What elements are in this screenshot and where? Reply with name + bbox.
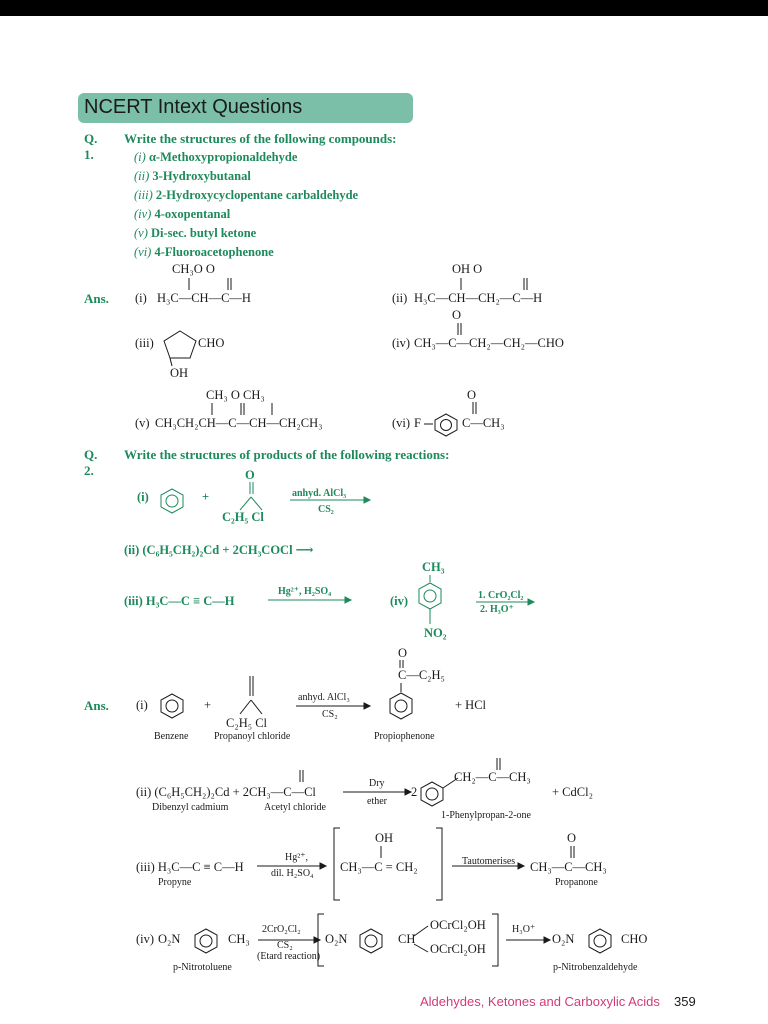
structure-top-label: O	[567, 831, 577, 845]
caption: Dibenzyl cadmium	[152, 802, 229, 813]
structure-top-label: OH	[375, 831, 394, 845]
reaction-roman: (i)	[136, 698, 148, 712]
structure-top-label: CH₃ O CH₃	[206, 388, 265, 402]
reaction-lhs: (ii) (C₆H₅CH₂)₂Cd + 2CH₃—C—Cl	[136, 785, 316, 799]
byproduct: + HCl	[455, 698, 487, 712]
structure-bottom-label: C₂H₅ Cl	[222, 510, 264, 524]
structure-label: OCrCl₂OH	[430, 918, 486, 932]
structure-label: C—CH₃	[462, 416, 505, 430]
substituent-label: CHO	[198, 336, 225, 350]
product: CH₃—C—CH₃	[530, 860, 607, 874]
answer-roman: (v)	[135, 416, 150, 430]
structure-bottom-label: C₂H₅ Cl	[226, 716, 268, 730]
structure-top-label: OH O	[452, 262, 483, 276]
structure-main: CH₃—C—CH₂—CH₂—CHO	[414, 336, 564, 350]
reaction-lhs: (iii) H₃C—C ≡ C—H	[136, 860, 244, 874]
reagent-label: CS₂	[277, 940, 293, 951]
reagent-label: CS₂	[318, 504, 334, 515]
caption: Acetyl chloride	[264, 802, 326, 813]
reagent-label: (Etard reaction)	[257, 951, 321, 962]
reaction-roman: (iv)	[136, 932, 155, 946]
structure-main: H₃C—CH—C—H	[157, 291, 251, 305]
reagent-label: 1. CrO₂Cl₂	[478, 590, 524, 601]
product-chain: CH₂—C—CH₃	[454, 770, 531, 784]
caption: Benzene	[154, 731, 189, 742]
list-item: (ii) 3-Hydroxybutanal	[134, 169, 251, 183]
structure-main: CH₃CH₂CH—C—CH—CH₂CH₃	[155, 416, 323, 430]
structure-top-label: O	[452, 308, 462, 322]
reagent-label: Dry	[369, 778, 385, 789]
structure-top-label: O	[398, 646, 408, 660]
structure-bottom-label: NO₂	[424, 626, 447, 640]
answer-roman: (iv)	[392, 336, 411, 350]
section-title: NCERT Intext Questions	[84, 96, 303, 118]
structure-label: O₂N	[325, 932, 348, 946]
reaction-roman: (iv)	[390, 594, 409, 608]
structure-label: O₂N	[158, 932, 181, 946]
caption: p-Nitrobenzaldehyde	[553, 962, 638, 973]
structure-main: H₃C—CH—CH₂—C—H	[414, 291, 543, 305]
reaction-text: (ii) (C₆H₅CH₂)₂Cd + 2CH₃COCl ⟶	[124, 543, 314, 557]
reagent-label: CS₂	[322, 709, 338, 720]
caption: Propanoyl chloride	[214, 731, 291, 742]
reagent-label: ether	[367, 796, 387, 807]
structure-top-label: O	[467, 388, 477, 402]
reagent-label: anhyd. AlCl₃	[292, 488, 347, 499]
question-number: Q. 2.	[84, 447, 98, 478]
structure-label: CH	[398, 932, 416, 946]
reagent-label: Tautomerises	[462, 856, 516, 867]
question-number: Q. 1.	[84, 131, 98, 162]
answer-label: Ans.	[84, 698, 109, 713]
intermediate: CH₃—C = CH₂	[340, 860, 418, 874]
reagent-label: 2CrO₂Cl₂	[262, 924, 301, 935]
reaction-roman: (i)	[137, 490, 149, 504]
reagent-label: 2. H₃O⁺	[480, 604, 514, 615]
structure-label: O₂N	[552, 932, 575, 946]
page-number: 359	[674, 994, 696, 1009]
structure-top-label: CH₃	[422, 560, 445, 574]
cyclopentane-ring	[163, 330, 197, 359]
answer-roman: (ii)	[392, 291, 408, 305]
caption: 1-Phenylpropan-2-one	[441, 810, 531, 821]
structure-label: CH₃	[228, 932, 250, 946]
caption: Propiophenone	[374, 731, 435, 742]
section-banner: NCERT Intext Questions	[78, 93, 413, 123]
answer-label: Ans.	[84, 291, 109, 306]
list-item: (vi) 4-Fluoroacetophenone	[134, 245, 274, 259]
reagent-label: anhyd. AlCl₃	[298, 692, 350, 703]
answer-roman: (iii)	[135, 336, 154, 350]
reagent-label: Hg²⁺,	[285, 852, 308, 863]
list-item: (i) α-Methoxypropionaldehyde	[134, 150, 298, 164]
list-item: (iii) 2-Hydroxycyclopentane carbaldehyde	[134, 188, 359, 202]
caption: Propyne	[158, 877, 192, 888]
plus-sign: +	[204, 698, 212, 712]
plus-sign: +	[202, 490, 210, 504]
substituent-label: OH	[170, 366, 189, 380]
caption: Propanone	[555, 877, 598, 888]
top-black-bar	[0, 0, 768, 16]
product-chain: C—C₂H₅	[398, 668, 445, 682]
reaction-text: (iii) H₃C—C ≡ C—H	[124, 594, 235, 608]
answer-roman: (vi)	[392, 416, 411, 430]
question-text: Write the structures of products of the …	[124, 447, 450, 462]
coefficient: 2	[411, 785, 418, 799]
structure-label: F	[414, 416, 421, 430]
answer-roman: (i)	[135, 291, 147, 305]
reagent-label: H₃O⁺	[512, 924, 536, 935]
list-item: (v) Di-sec. butyl ketone	[134, 226, 257, 240]
list-item: (iv) 4-oxopentanal	[134, 207, 231, 221]
structure-top-label: O	[245, 468, 255, 482]
structure-top-label: CH₃O O	[172, 262, 215, 276]
structure-label: OCrCl₂OH	[430, 942, 486, 956]
reagent-label: dil. H₂SO₄	[271, 868, 314, 879]
footer-chapter-title: Aldehydes, Ketones and Carboxylic Acids	[420, 994, 660, 1009]
caption: p-Nitrotoluene	[173, 962, 232, 973]
benzene-ring	[434, 413, 458, 437]
question-text: Write the structures of the following co…	[124, 131, 397, 146]
reagent-label: Hg²⁺, H₂SO₄	[278, 586, 332, 597]
structure-label: CHO	[621, 932, 648, 946]
byproduct: + CdCl₂	[552, 785, 593, 799]
